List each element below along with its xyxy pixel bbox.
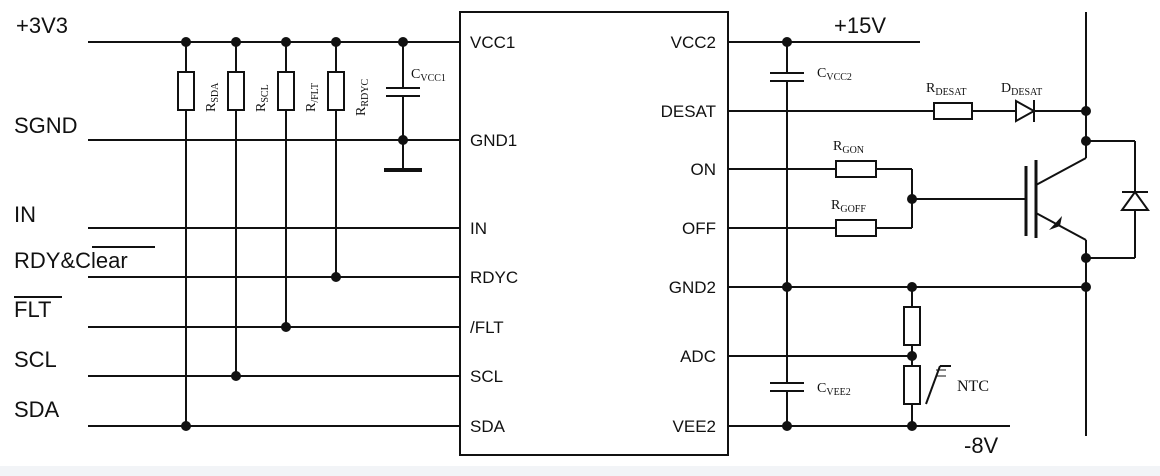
r-flt-label: R/FLT	[304, 83, 321, 112]
label-clear: Clear	[75, 248, 128, 273]
resistor-adc	[903, 306, 921, 346]
r-desat-label: RDESAT	[926, 81, 966, 98]
junction	[1081, 282, 1091, 292]
r-sda-label: RSDA	[204, 82, 221, 112]
label-sgnd: SGND	[14, 113, 78, 138]
c-vcc1-label: CVCC1	[411, 67, 446, 84]
junction	[331, 37, 341, 47]
capacitor-c-vee2	[770, 382, 804, 426]
r-goff-label: RGOFF	[831, 198, 866, 215]
pin-adc: ADC	[680, 347, 716, 366]
label-rdy-prefix: RDY&	[14, 248, 75, 273]
c-vee2-label: CVEE2	[817, 381, 851, 398]
junction	[1081, 136, 1091, 146]
junction	[1081, 106, 1091, 116]
pin-scl: SCL	[470, 367, 503, 386]
label-sda: SDA	[14, 397, 60, 422]
resistor-r-rdyc	[327, 42, 345, 277]
pin-vcc1: VCC1	[470, 33, 515, 52]
pin-sda: SDA	[470, 417, 506, 436]
label-in: IN	[14, 202, 36, 227]
junction	[907, 194, 917, 204]
ntc-arrow-icon	[925, 365, 951, 405]
resistor-r-sda	[177, 42, 195, 426]
resistor-r-desat	[933, 102, 973, 120]
junction	[907, 351, 917, 361]
junction	[782, 421, 792, 431]
label-15v: +15V	[834, 13, 886, 38]
driver-ic-body	[459, 11, 729, 456]
junction	[398, 135, 408, 145]
label-flt: FLT	[14, 297, 51, 322]
junction	[782, 282, 792, 292]
resistor-r-goff	[835, 219, 877, 237]
r-scl-label: RSCL	[254, 84, 271, 112]
resistor-r-gon	[835, 160, 877, 178]
d-desat-label: DDESAT	[1001, 81, 1042, 98]
r-gon-label: RGON	[833, 139, 864, 156]
junction	[907, 282, 917, 292]
junction	[782, 37, 792, 47]
bottom-band	[0, 466, 1160, 476]
capacitor-c-vcc1	[384, 42, 422, 172]
label-scl: SCL	[14, 347, 57, 372]
pin-desat: DESAT	[661, 102, 716, 121]
label-neg8v: -8V	[964, 433, 999, 458]
resistor-r-scl	[227, 42, 245, 376]
label-rdy-clear: RDY&Clear	[14, 248, 128, 273]
ntc-label: NTC	[957, 378, 989, 395]
pin-vee2: VEE2	[673, 417, 716, 436]
junction	[281, 322, 291, 332]
pin-vcc2: VCC2	[671, 33, 716, 52]
junction	[181, 37, 191, 47]
pin-in: IN	[470, 219, 487, 238]
pin-gnd2: GND2	[669, 278, 716, 297]
pin-on: ON	[691, 160, 717, 179]
junction	[1081, 253, 1091, 263]
junction	[907, 421, 917, 431]
label-3v3: +3V3	[16, 13, 68, 38]
junction	[181, 421, 191, 431]
junction	[281, 37, 291, 47]
pin-gnd1: GND1	[470, 131, 517, 150]
igbt-transistor	[1024, 157, 1087, 241]
ntc-thermistor	[903, 365, 921, 405]
pin-off: OFF	[682, 219, 716, 238]
r-rdyc-label: RRDYC	[354, 79, 371, 116]
resistor-r-flt	[277, 42, 295, 327]
freewheel-diode	[1120, 190, 1150, 211]
diode-d-desat	[1015, 99, 1037, 123]
pin-flt: /FLT	[470, 318, 504, 337]
junction	[231, 371, 241, 381]
junction	[331, 272, 341, 282]
capacitor-c-vcc2	[770, 42, 804, 383]
c-vcc2-label: CVCC2	[817, 66, 852, 83]
pin-rdyc: RDYC	[470, 268, 518, 287]
junction	[231, 37, 241, 47]
junction	[398, 37, 408, 47]
